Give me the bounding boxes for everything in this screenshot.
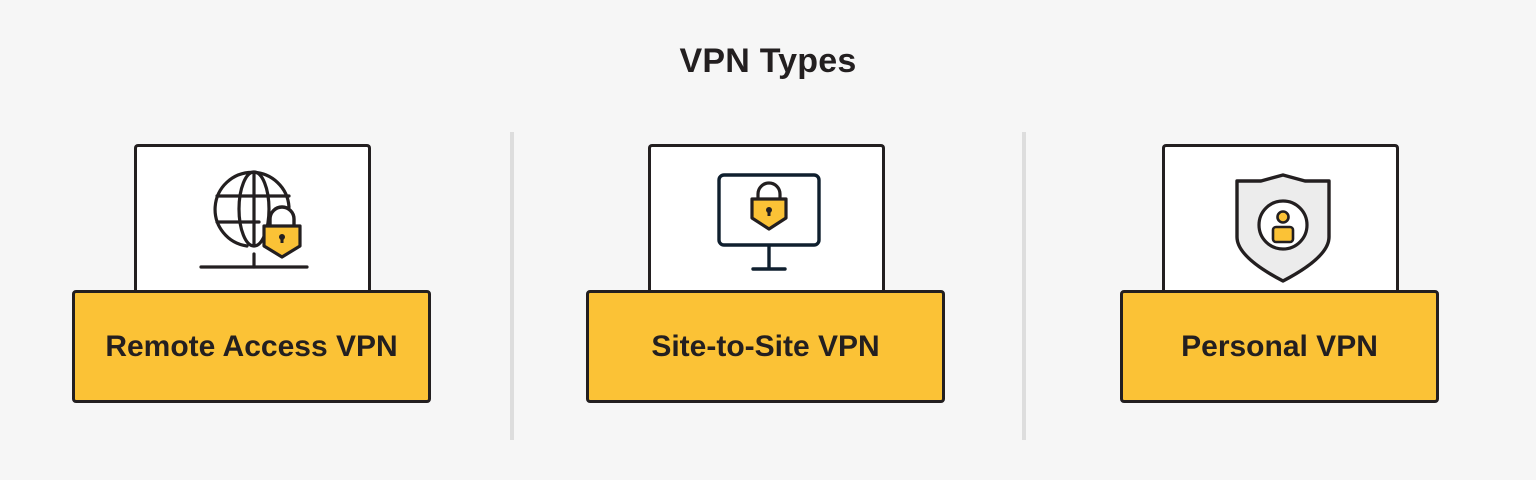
- vpn-type-label: Personal VPN: [1120, 290, 1439, 403]
- label-text: Personal VPN: [1181, 329, 1378, 363]
- label-text: Remote Access VPN: [105, 329, 398, 363]
- globe-lock-icon: [199, 170, 309, 269]
- label-text: Site-to-Site VPN: [651, 329, 880, 363]
- vpn-type-label: Remote Access VPN: [72, 290, 431, 403]
- divider-right: [1022, 132, 1026, 440]
- monitor-lock-icon: [717, 173, 821, 271]
- vpn-type-label: Site-to-Site VPN: [586, 290, 945, 403]
- icon-card: [648, 144, 885, 297]
- divider-left: [510, 132, 514, 440]
- shield-user-icon: [1235, 173, 1331, 283]
- icon-card: [1162, 144, 1399, 297]
- diagram-title: VPN Types: [679, 42, 857, 80]
- icon-card: [134, 144, 371, 297]
